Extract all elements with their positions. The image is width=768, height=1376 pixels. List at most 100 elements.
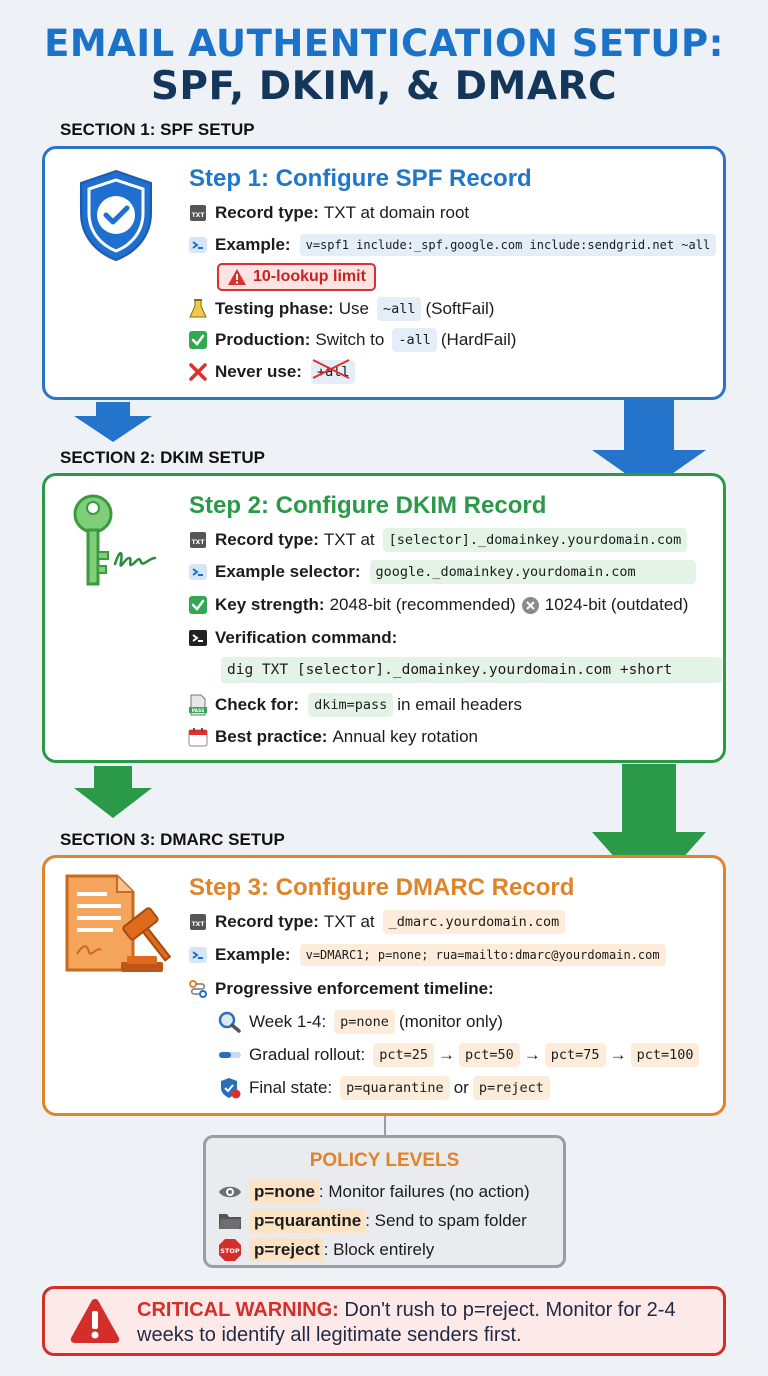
dmarc-step-title: Step 3: Configure DMARC Record <box>189 874 575 901</box>
dmarc-timeline-row: Progressive enforcement timeline: <box>187 975 499 1003</box>
folder-icon <box>218 1210 242 1232</box>
policy-levels-title: POLICY LEVELS <box>309 1150 460 1171</box>
rollout-step-1: pct=25 <box>373 1043 435 1067</box>
dkim-selector-code: google._domainkey.yourdomain.com <box>369 560 696 584</box>
rollout-arrow: → <box>609 1045 627 1064</box>
spf-production-post: (HardFail) <box>440 330 517 349</box>
green-check-icon <box>187 329 209 351</box>
calendar-icon <box>187 726 209 748</box>
svg-text:TXT: TXT <box>192 212 206 219</box>
rollout-step-2: pct=50 <box>459 1043 520 1067</box>
spf-production-label: Production: <box>215 330 311 349</box>
critical-warning-body: Don't rush to p=reject. Monitor for 2-4 … <box>137 1299 676 1346</box>
dkim-card: Step 2: Configure DKIM Record TXT Record… <box>42 473 726 763</box>
dkim-best-value: Annual key rotation <box>332 727 478 746</box>
spf-testing-pre: Use <box>338 299 369 318</box>
dmarc-example-code: v=DMARC1; p=none; rua=mailto:dmarc@yourd… <box>299 944 666 966</box>
spf-example-label: Example: <box>215 235 291 254</box>
terminal-prompt-icon <box>187 944 209 966</box>
key-signature-icon <box>73 494 157 586</box>
policy-level-quarantine: p=quarantine : Send to spam folder <box>218 1207 527 1235</box>
dmarc-week-post: (monitor only) <box>398 1012 503 1031</box>
section-label-dmarc: SECTION 3: DMARC SETUP <box>60 830 285 849</box>
progress-slider-icon <box>217 1044 243 1066</box>
dkim-best-label: Best practice: <box>215 727 328 746</box>
policy-reject-desc: : Block entirely <box>323 1240 435 1259</box>
dmarc-record-type-pre: TXT at <box>323 912 375 931</box>
timeline-icon <box>187 978 209 1000</box>
dkim-check-label: Check for: <box>215 695 300 714</box>
dmarc-final-label: Final state: <box>249 1078 333 1097</box>
critical-warning-box: CRITICAL WARNING: Don't rush to p=reject… <box>42 1286 726 1356</box>
spf-record-type-value: TXT at domain root <box>323 203 470 222</box>
section-label-dkim: SECTION 2: DKIM SETUP <box>60 448 265 467</box>
terminal-prompt-icon <box>187 234 209 256</box>
dkim-verify-label: Verification command: <box>215 628 398 647</box>
dmarc-rollout-label: Gradual rollout: <box>249 1045 366 1064</box>
page-title-line2: SPF, DKIM, & DMARC <box>150 64 618 109</box>
dkim-key-row: Key strength: 2048-bit (recommended) 102… <box>187 591 688 619</box>
arrow-down-spf-left <box>74 402 152 442</box>
svg-text:TXT: TXT <box>192 539 206 546</box>
never-use-code: +all <box>310 359 356 384</box>
dkim-verify-command-row: dig TXT [selector]._domainkey.yourdomain… <box>217 656 726 684</box>
spf-never-label: Never use: <box>215 362 302 381</box>
final-quarantine-code: p=quarantine <box>340 1076 450 1100</box>
dmarc-record-type-label: Record type: <box>215 912 319 931</box>
dmarc-week-row: Week 1-4: p=none (monitor only) <box>217 1008 503 1036</box>
dkim-selector-label: Example selector: <box>215 562 361 581</box>
dmarc-final-row: Final state: p=quarantine or p=reject <box>217 1074 554 1102</box>
section-label-spf: SECTION 1: SPF SETUP <box>60 120 255 139</box>
dkim-record-type-row: TXT Record type: TXT at [selector]._doma… <box>187 526 691 554</box>
spf-example-code: v=spf1 include:_spf.google.com include:s… <box>299 234 717 256</box>
policy-none-desc: : Monitor failures (no action) <box>318 1182 530 1201</box>
policy-level-none: p=none : Monitor failures (no action) <box>218 1178 530 1206</box>
dmarc-example-row: Example: v=DMARC1; p=none; rua=mailto:dm… <box>187 941 670 969</box>
lookup-limit-badge: 10-lookup limit <box>217 263 376 291</box>
policy-quarantine-desc: : Send to spam folder <box>365 1211 527 1230</box>
policy-quarantine-code: p=quarantine <box>250 1209 366 1233</box>
dmarc-week-label: Week 1-4: <box>249 1012 327 1031</box>
policy-connector <box>384 1116 386 1136</box>
policy-reject-code: p=reject <box>250 1238 324 1262</box>
terminal-icon <box>187 627 209 649</box>
gray-x-circle-icon <box>520 594 542 616</box>
spf-testing-label: Testing phase: <box>215 299 334 318</box>
rollout-arrow: → <box>523 1045 541 1064</box>
arrow-down-dkim-left <box>74 766 152 818</box>
txt-file-icon: TXT <box>187 529 209 551</box>
shield-badge-icon <box>217 1077 243 1099</box>
svg-text:PASS: PASS <box>192 708 205 714</box>
svg-text:STOP: STOP <box>220 1247 240 1255</box>
pass-file-icon: PASS <box>187 694 209 716</box>
dkim-check-post: in email headers <box>397 695 522 714</box>
dkim-key-outdated: 1024-bit (outdated) <box>544 595 689 614</box>
rollout-step-4: pct=100 <box>630 1043 700 1067</box>
red-x-icon <box>187 361 209 383</box>
dmarc-timeline-label: Progressive enforcement timeline: <box>215 979 494 998</box>
arrow-down-spf-right <box>592 400 706 490</box>
dkim-verify-code: dig TXT [selector]._domainkey.yourdomain… <box>221 657 723 683</box>
hardfail-code: -all <box>392 328 437 352</box>
spf-production-pre: Switch to <box>315 330 385 349</box>
spf-example-row: Example: v=spf1 include:_spf.google.com … <box>187 231 720 259</box>
rollout-step-3: pct=75 <box>544 1043 606 1067</box>
dkim-record-type-label: Record type: <box>215 530 319 549</box>
spf-testing-post: (SoftFail) <box>425 299 495 318</box>
softfail-code: ~all <box>376 297 422 321</box>
spf-step-title: Step 1: Configure SPF Record <box>189 165 532 192</box>
stop-sign-icon: STOP <box>218 1239 242 1261</box>
warning-triangle-icon <box>228 269 246 285</box>
txt-file-icon: TXT <box>187 911 209 933</box>
policy-none-code: p=none <box>250 1180 319 1204</box>
final-reject-code: p=reject <box>472 1076 550 1100</box>
spf-card: Step 1: Configure SPF Record TXT Record … <box>42 146 726 400</box>
spf-never-row: Never use: +all <box>187 358 359 386</box>
dkim-selector-row: Example selector: google._domainkey.your… <box>187 558 700 586</box>
spf-record-type-label: Record type: <box>215 203 319 222</box>
txt-file-icon: TXT <box>187 202 209 224</box>
warning-triangle-icon <box>70 1299 120 1343</box>
flask-icon <box>187 298 209 320</box>
spf-record-type-row: TXT Record type: TXT at domain root <box>187 199 469 227</box>
dkim-verify-row: Verification command: <box>187 624 402 652</box>
